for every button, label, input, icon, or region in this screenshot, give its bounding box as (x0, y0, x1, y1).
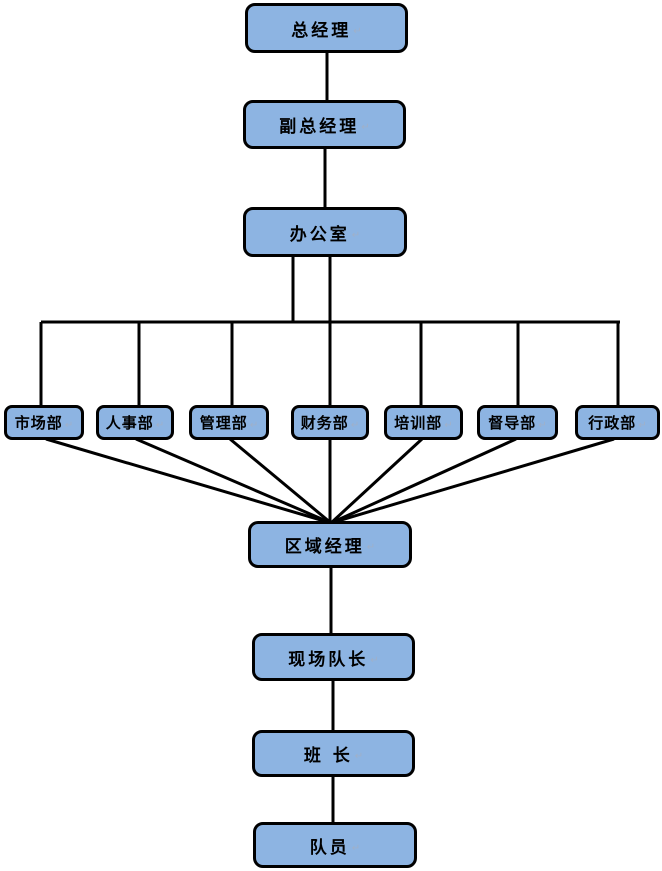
paragraph-return-mark: ↵ (354, 751, 364, 762)
node-label: 行政部 (588, 414, 637, 432)
node-label: 副总经理 (279, 117, 360, 137)
node-label: 总经理 (291, 20, 352, 41)
node-marketing-dept: 市场部↵ (4, 405, 84, 440)
node-squad-leader: 班 长↵ (252, 730, 415, 777)
fan-hr (135, 437, 332, 525)
fan-marketing (45, 437, 332, 525)
node-finance-dept: 财务部↵ (291, 405, 369, 440)
fan-training (329, 437, 424, 525)
paragraph-return-mark: ↵ (350, 420, 360, 431)
node-site-team-leader: 现场队长↵ (252, 633, 415, 681)
paragraph-return-mark: ↵ (538, 420, 547, 431)
node-training-dept: 培训部↵ (384, 405, 463, 440)
node-label: 班 长 (303, 746, 353, 766)
node-label: 督导部 (488, 414, 537, 432)
paragraph-return-mark: ↵ (155, 420, 165, 431)
node-label: 财务部 (300, 414, 349, 432)
paragraph-return-mark: ↵ (351, 229, 361, 241)
node-label: 市场部 (14, 414, 63, 432)
fan-management (229, 437, 332, 525)
node-admin-dept: 行政部↵ (575, 405, 660, 440)
node-general-manager: 总经理↵ (245, 3, 408, 53)
node-management-dept: 管理部↵ (189, 405, 269, 440)
node-label: 培训部 (394, 414, 443, 432)
fan-admin (330, 437, 615, 525)
node-team-member: 队员↵ (253, 822, 417, 868)
paragraph-return-mark: ↵ (249, 420, 259, 431)
paragraph-return-mark: ↵ (64, 420, 74, 431)
node-supervision-dept: 督导部↵ (477, 405, 558, 440)
paragraph-return-mark: ↵ (638, 420, 647, 431)
node-deputy-general-manager: 副总经理↵ (243, 100, 406, 149)
paragraph-return-mark: ↵ (370, 654, 379, 666)
node-label: 管理部 (199, 414, 248, 432)
paragraph-return-mark: ↵ (353, 25, 362, 37)
paragraph-return-mark: ↵ (366, 542, 376, 553)
node-label: 现场队长 (288, 649, 369, 670)
node-regional-manager: 区域经理↵ (248, 521, 412, 568)
paragraph-return-mark: ↵ (444, 420, 453, 431)
node-label: 办公室 (289, 224, 350, 245)
node-hr-dept: 人事部↵ (96, 405, 174, 440)
node-label: 区域经理 (284, 537, 365, 557)
node-office: 办公室↵ (243, 207, 407, 257)
node-label: 人事部 (105, 414, 154, 432)
paragraph-return-mark: ↵ (351, 842, 361, 854)
paragraph-return-mark: ↵ (361, 122, 370, 133)
fan-supervision (330, 437, 517, 525)
node-label: 队员 (309, 837, 350, 858)
